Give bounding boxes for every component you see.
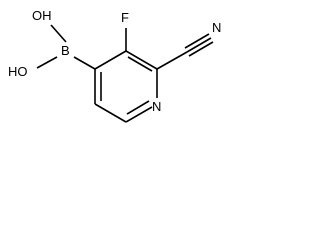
fluorine-label: F	[121, 10, 129, 25]
bond-n1-c6-double	[125, 100, 153, 123]
nitrile-nitrogen-label: N	[212, 20, 221, 35]
bond-c2-cn	[156, 51, 188, 70]
bond-b-c4	[73, 56, 96, 70]
bond-c6-c5	[94, 103, 127, 123]
bond-nitrile-triple	[184, 33, 214, 57]
hydroxyl-top-label: OH	[32, 8, 52, 23]
bond-c5-c4-double	[94, 69, 102, 104]
bond-c3-c2-double	[125, 50, 158, 72]
hydroxyl-left-label: HO	[8, 64, 28, 79]
bond-b-oh-left	[36, 56, 58, 69]
bond-b-oh-top	[50, 24, 67, 43]
ring-nitrogen-label: N	[152, 99, 161, 114]
boron-label: B	[61, 43, 70, 58]
chemical-structure-diagram: OH HO B F N N	[8, 8, 221, 123]
bond-c4-c3	[94, 50, 127, 70]
